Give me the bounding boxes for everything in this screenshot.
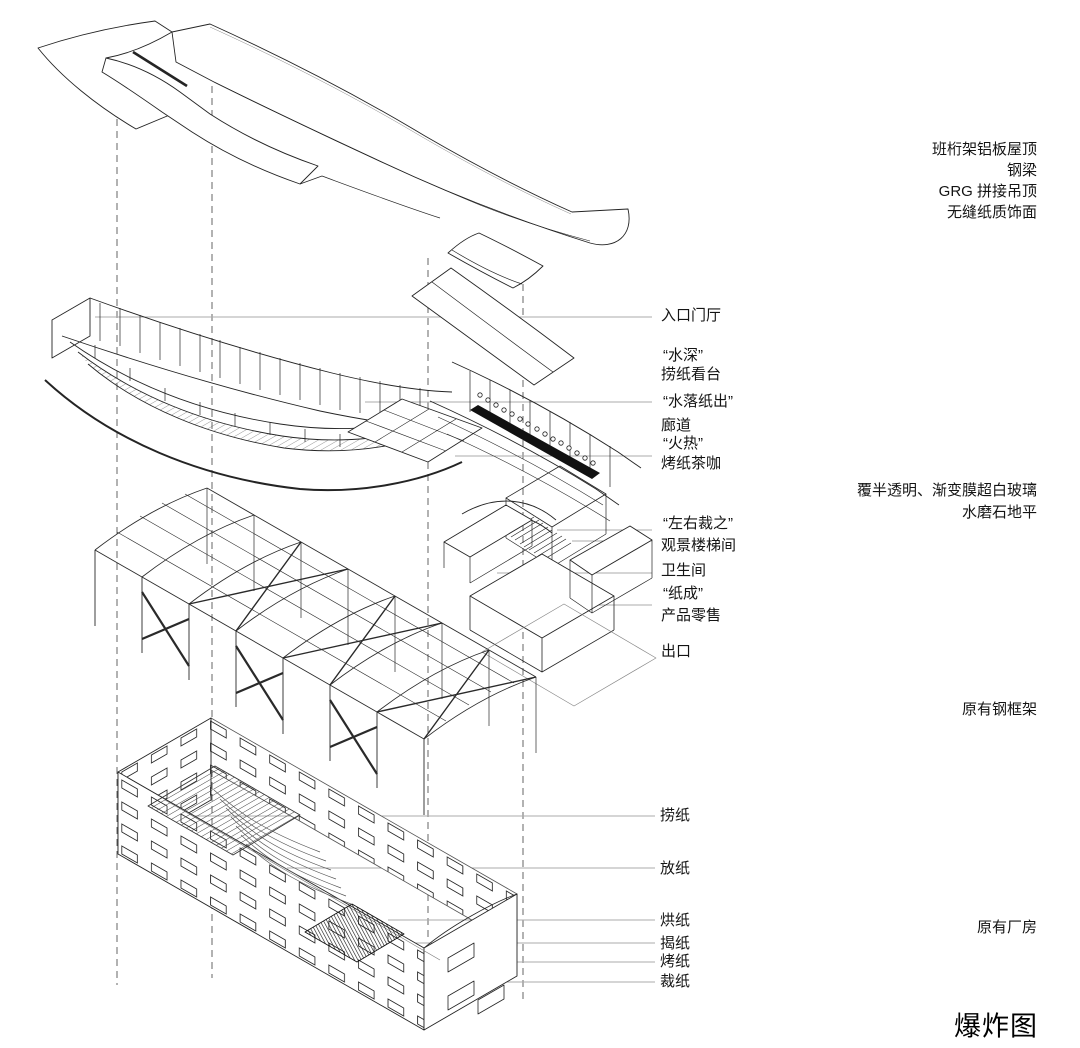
wavy-roof-layer <box>37 20 630 386</box>
factory-layer <box>117 717 518 1031</box>
floor-pavilion-layer <box>44 297 657 707</box>
diagram-title: 爆炸图 <box>954 1011 1038 1042</box>
steel-frame-layer <box>94 487 537 815</box>
